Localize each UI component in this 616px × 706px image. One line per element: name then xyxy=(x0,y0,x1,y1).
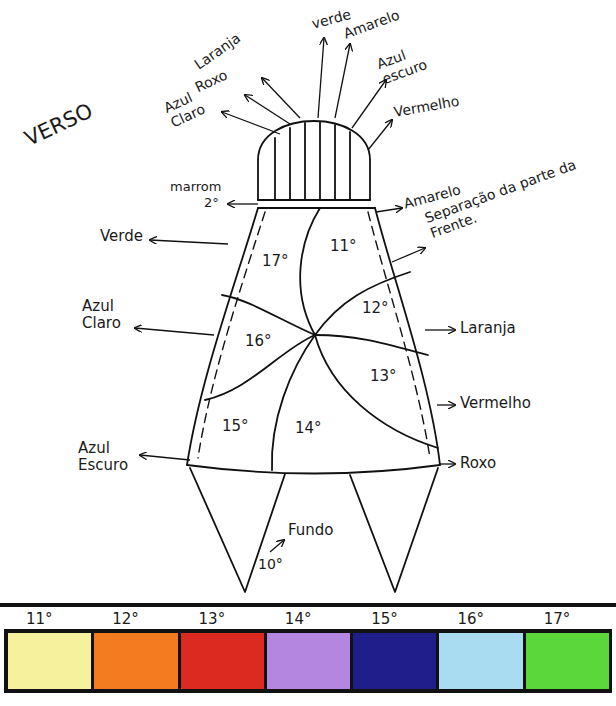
color-label: Vermelho xyxy=(393,93,461,120)
color-swatch xyxy=(6,631,93,691)
color-swatch xyxy=(351,631,438,691)
color-swatch xyxy=(265,631,352,691)
color-label: Roxo xyxy=(460,455,496,472)
color-label: Vermelho xyxy=(460,395,531,412)
legend-number: 15° xyxy=(371,612,398,627)
color-swatch xyxy=(437,631,524,691)
color-swatch xyxy=(179,631,266,691)
color-label: Laranja xyxy=(191,30,243,73)
color-swatch xyxy=(524,631,611,691)
legend-number: 13° xyxy=(199,612,226,627)
layer-number: 10° xyxy=(258,556,283,572)
color-label: marrom xyxy=(170,180,221,195)
legend-number: 16° xyxy=(457,612,484,627)
color-label: Azul Claro xyxy=(82,298,132,333)
color-label: Verde xyxy=(100,228,143,245)
page-heading: VERSO xyxy=(21,99,97,151)
legend-number: 17° xyxy=(544,612,571,627)
layer-number: 14° xyxy=(295,420,322,437)
legend-number: 14° xyxy=(285,612,312,627)
color-label: Laranja xyxy=(460,320,516,337)
layer-number: 2° xyxy=(204,196,219,211)
layer-number: 12° xyxy=(362,300,389,317)
color-label: Azul escuro xyxy=(374,36,441,87)
legend-number: 12° xyxy=(112,612,139,627)
layer-number: 15° xyxy=(222,418,249,435)
layer-number: 11° xyxy=(330,238,357,255)
legend-number: 11° xyxy=(26,612,53,627)
color-label: Azul Escuro xyxy=(78,440,138,475)
part-label: Fundo xyxy=(288,522,334,539)
layer-number: 13° xyxy=(370,368,397,385)
color-swatch xyxy=(92,631,179,691)
layer-number: 16° xyxy=(245,333,272,350)
layer-number: 17° xyxy=(262,253,289,270)
color-label: Roxo xyxy=(193,67,230,96)
